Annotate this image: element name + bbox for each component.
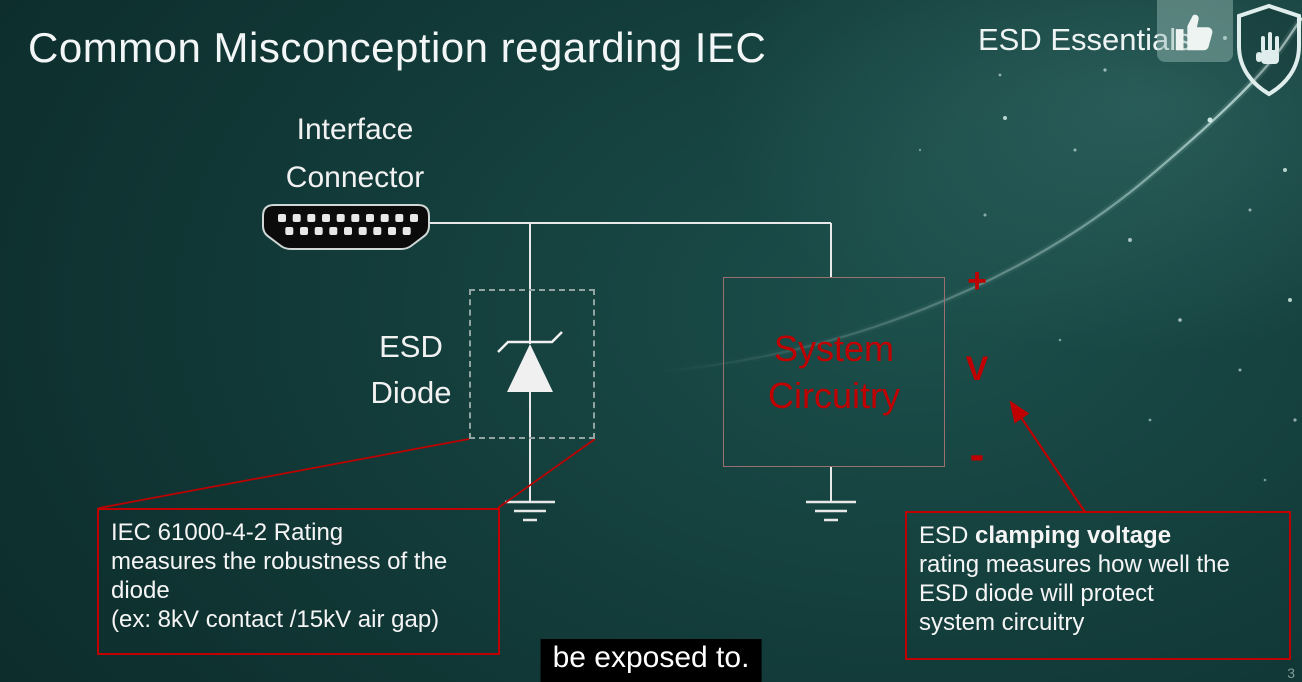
clamping-callout-line1: ESD clamping voltage [919,521,1277,550]
connector-label-line2: Connector [285,161,425,194]
minus-terminal-label: - [969,430,985,479]
clamping-callout-line3: ESD diode will protect [919,580,1154,607]
page-number: 3 [1287,665,1295,681]
clamping-arrow [1009,400,1086,513]
esd-diode-label-line1: ESD [379,329,443,364]
voltage-terminal-label: V [965,350,989,388]
esd-diode-label: ESD Diode [358,324,464,416]
iec-callout-line2: measures the robustness of the [111,548,448,575]
connector-label: Interface Connector [255,106,455,202]
system-box-line1: System [773,328,895,369]
iec-callout-line1: IEC 61000-4-2 Rating [111,519,344,546]
iec-rating-callout: IEC 61000-4-2 Rating measures the robust… [97,508,500,655]
connector-label-line1: Interface [296,113,414,146]
shield-icon [1233,2,1302,100]
ground-symbol [806,500,856,522]
iec-callout-line3: diode [111,577,170,604]
clamping-callout-line1-bold: clamping voltage [975,522,1172,549]
clamping-callout-line1-normal: ESD [919,522,976,549]
system-circuitry-box: System Circuitry [723,277,945,467]
thumbs-up-icon [1157,0,1233,62]
hdmi-connector-icon [262,204,430,250]
callout-leader-lines [98,438,596,509]
slide-title: Common Misconception regarding IEC [28,24,767,71]
clamping-callout-line4: system circuitry [919,609,1085,636]
clamping-voltage-callout: ESD clamping voltage rating measures how… [905,511,1291,660]
clamping-callout-line2: rating measures how well the [919,551,1230,578]
subtitle-caption: be exposed to. [540,639,762,682]
system-box-line2: Circuitry [768,375,900,416]
brand-text: ESD Essentials [978,22,1192,57]
esd-diode-boundary-box [469,289,595,439]
esd-diode-label-line2: Diode [370,375,452,410]
ground-symbol [505,500,555,522]
plus-terminal-label: + [967,262,987,300]
iec-callout-line4: (ex: 8kV contact /15kV air gap) [111,606,440,633]
stars [918,36,1297,482]
